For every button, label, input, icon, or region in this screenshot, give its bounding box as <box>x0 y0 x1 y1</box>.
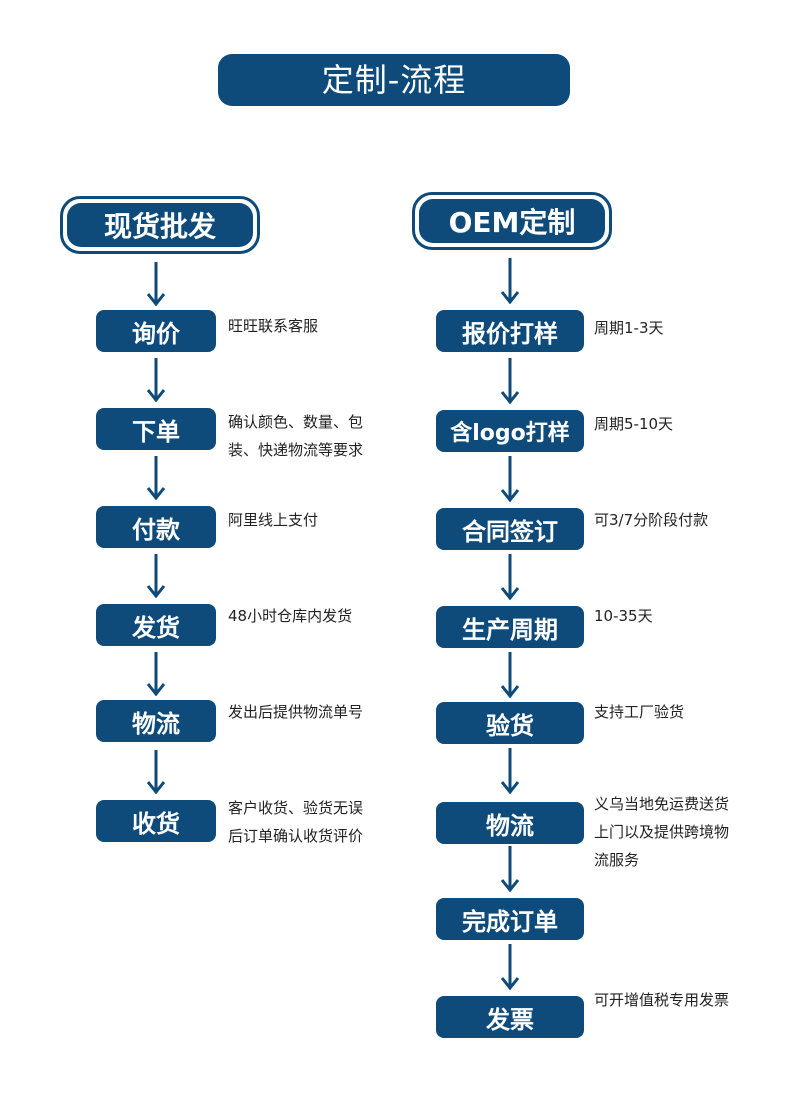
step-inquiry-note: 旺旺联系客服 <box>228 317 319 335</box>
step-inspection-note: 支持工厂验货 <box>594 703 685 721</box>
step-production: 生产周期 <box>436 606 584 648</box>
step-inquiry: 询价 <box>96 310 216 352</box>
step-order: 下单 <box>96 408 216 450</box>
arrow-down-icon <box>500 554 520 600</box>
oem-header-label: OEM定制 <box>419 199 605 243</box>
arrow-down-icon <box>146 652 166 696</box>
arrow-down-icon <box>146 554 166 598</box>
step-contract: 合同签订 <box>436 508 584 550</box>
step-logo-sample: 含logo打样 <box>436 410 584 452</box>
arrow-down-icon <box>500 258 520 304</box>
arrow-down-icon <box>500 846 520 892</box>
step-complete-order: 完成订单 <box>436 898 584 940</box>
step-quote-sample-note: 周期1-3天 <box>594 319 664 337</box>
step-logistics-oem: 物流 <box>436 802 584 844</box>
step-receive: 收货 <box>96 800 216 842</box>
step-production-note: 10-35天 <box>594 607 653 625</box>
step-quote-sample: 报价打样 <box>436 310 584 352</box>
step-ship-note: 48小时仓库内发货 <box>228 607 353 625</box>
step-receive-note: 客户收货、验货无误 后订单确认收货评价 <box>228 799 364 845</box>
arrow-down-icon <box>500 652 520 698</box>
step-inspection: 验货 <box>436 702 584 744</box>
arrow-down-icon <box>146 750 166 794</box>
arrow-down-icon <box>500 944 520 990</box>
arrow-down-icon <box>146 358 166 402</box>
step-order-note: 确认颜色、数量、包 装、快递物流等要求 <box>228 413 364 459</box>
step-payment-note: 阿里线上支付 <box>228 511 319 529</box>
step-invoice-note: 可开增值税专用发票 <box>594 991 730 1009</box>
step-logistics-note: 发出后提供物流单号 <box>228 703 364 721</box>
wholesale-header-label: 现货批发 <box>67 203 253 247</box>
step-contract-note: 可3/7分阶段付款 <box>594 511 709 529</box>
step-ship: 发货 <box>96 604 216 646</box>
step-logo-sample-note: 周期5-10天 <box>594 415 674 433</box>
step-payment: 付款 <box>96 506 216 548</box>
step-logistics-oem-note: 义乌当地免运费送货 上门以及提供跨境物 流服务 <box>594 795 730 869</box>
wholesale-header: 现货批发 <box>60 196 260 254</box>
oem-header: OEM定制 <box>412 192 612 250</box>
arrow-down-icon <box>500 748 520 794</box>
step-invoice: 发票 <box>436 996 584 1038</box>
page-title: 定制-流程 <box>218 54 570 106</box>
arrow-down-icon <box>146 456 166 500</box>
step-logistics: 物流 <box>96 700 216 742</box>
arrow-down-icon <box>500 358 520 404</box>
arrow-down-icon <box>146 262 166 306</box>
arrow-down-icon <box>500 456 520 502</box>
